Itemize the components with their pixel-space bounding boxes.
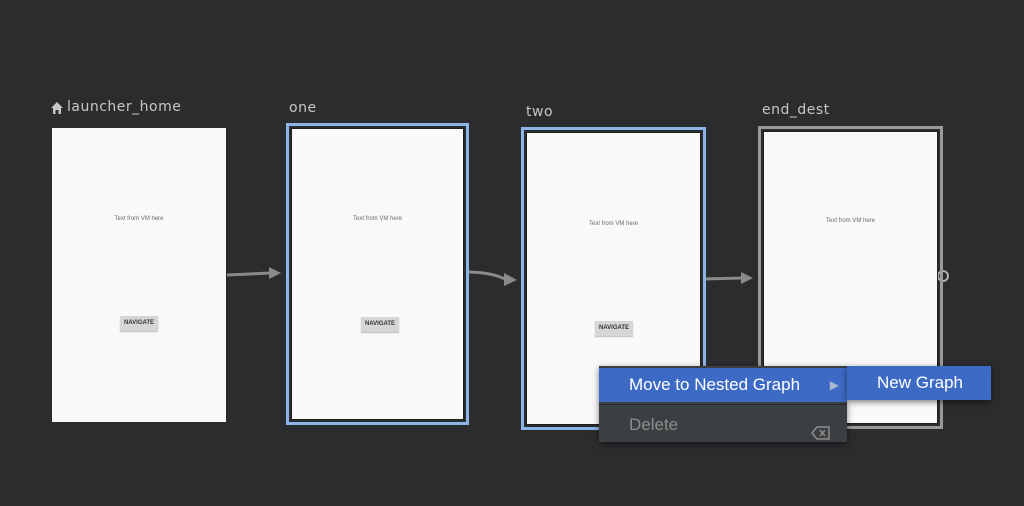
action-arrow-two-to-end[interactable]: [702, 272, 753, 284]
menu-item-new-graph[interactable]: New Graph: [877, 373, 963, 392]
navigate-button: NAVIGATE: [120, 316, 158, 331]
navigate-button: NAVIGATE: [361, 317, 399, 332]
destination-launcher-home[interactable]: Text from VM here NAVIGATE: [52, 128, 226, 422]
destination-label-two[interactable]: two: [526, 104, 554, 120]
destination-label-end-dest[interactable]: end_dest: [762, 102, 830, 118]
destination-label-one[interactable]: one: [289, 100, 317, 116]
action-arrow-home-to-one[interactable]: [226, 267, 281, 279]
menu-item-label: Move to Nested Graph: [629, 375, 801, 394]
context-menu: Move to Nested Graph ▶ Delete: [599, 366, 847, 442]
submenu-arrow-icon: ▶: [829, 378, 839, 392]
navigate-button: NAVIGATE: [595, 321, 633, 336]
delete-backspace-icon: [811, 418, 831, 452]
menu-item-delete[interactable]: Delete: [599, 408, 847, 442]
vm-text: Text from VM here: [114, 216, 164, 222]
destination-label-launcher-home[interactable]: launcher_home: [67, 99, 182, 115]
menu-separator: [599, 404, 847, 405]
vm-text: Text from VM here: [825, 218, 875, 224]
vm-text: Text from VM here: [352, 216, 402, 222]
home-icon: [50, 100, 64, 119]
submenu-nested-graph: New Graph: [847, 366, 991, 400]
action-arrow-one-to-two[interactable]: [466, 270, 517, 286]
menu-item-label: Delete: [629, 415, 679, 434]
destination-one[interactable]: Text from VM here NAVIGATE: [286, 123, 469, 425]
menu-item-move-to-nested-graph[interactable]: Move to Nested Graph ▶: [599, 368, 847, 402]
vm-text: Text from VM here: [588, 221, 638, 227]
